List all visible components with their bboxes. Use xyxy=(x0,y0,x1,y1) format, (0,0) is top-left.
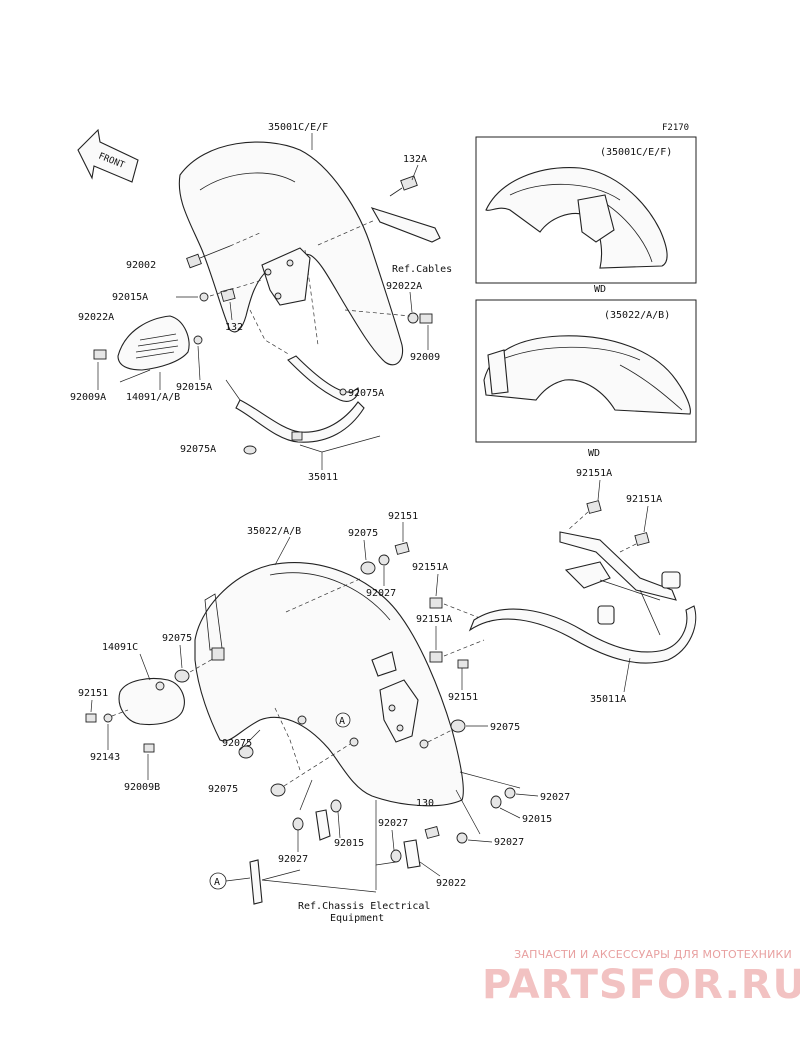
watermark-tagline: ЗАПЧАСТИ И АКСЕССУАРЫ ДЛЯ МОТОТЕХНИКИ xyxy=(514,948,792,961)
label-92075-left: 92075 xyxy=(162,633,192,644)
label-92075-c: 92075 xyxy=(222,738,252,749)
fender-stay-35011 xyxy=(235,355,365,443)
label-92009: 92009 xyxy=(410,352,440,363)
collar-92015-a xyxy=(490,795,502,809)
front-arrow-icon: FRONT xyxy=(77,128,139,183)
label-14091: 14091/A/B xyxy=(126,392,180,403)
marker-a-fender xyxy=(335,712,351,728)
bolt-92022 xyxy=(424,826,440,839)
cap-92075a xyxy=(243,445,257,455)
washer-92027-d xyxy=(292,817,304,831)
label-92151-top: 92151 xyxy=(388,511,418,522)
inset-front-caption: WD xyxy=(594,284,606,295)
label-92075a-right: 92075A xyxy=(348,388,384,399)
bolt-92009b xyxy=(143,743,155,753)
label-35022: 35022/A/B xyxy=(247,526,301,537)
label-92151-mid: 92151 xyxy=(448,692,478,703)
rear-fender xyxy=(194,562,464,807)
label-92027-top: 92027 xyxy=(366,588,396,599)
washer-92027-e xyxy=(390,849,402,863)
label-35011a: 35011A xyxy=(590,694,626,705)
inset-front-fender-art xyxy=(485,167,668,269)
ref-chassis-line1: Ref.Chassis Electrical xyxy=(298,901,430,912)
ref-chassis-line2: Equipment xyxy=(330,913,384,924)
washer-92027-top xyxy=(378,554,390,566)
nut-92022a xyxy=(407,312,419,324)
bolt-92151-mid xyxy=(457,659,469,669)
label-92151-left: 92151 xyxy=(78,688,108,699)
label-92002: 92002 xyxy=(126,260,156,271)
label-14091c: 14091C xyxy=(102,642,138,653)
label-92151a-top1: 92151A xyxy=(576,468,612,479)
label-132a: 132A xyxy=(403,154,427,165)
label-92151a-top2: 92151A xyxy=(626,494,662,505)
bolt-92009 xyxy=(419,313,433,324)
label-92009a: 92009A xyxy=(70,392,106,403)
watermark-brand-logo: PARTSFOR.RU xyxy=(482,962,800,1008)
wire-clip xyxy=(249,859,263,905)
label-35001: 35001C/E/F xyxy=(268,122,328,133)
marker-a-lower-label: A xyxy=(214,877,220,888)
washer-92027-b xyxy=(504,787,516,799)
label-92015a-lower: 92015A xyxy=(176,382,212,393)
bolt-132a xyxy=(389,175,418,197)
label-ref-cables: Ref.Cables xyxy=(392,264,452,275)
grommet-92075-e xyxy=(450,719,466,733)
label-92151a-mid2: 92151A xyxy=(416,614,452,625)
bracket-tab xyxy=(211,647,225,661)
rear-fender-stay-35011a xyxy=(468,531,697,664)
washer-92027-c xyxy=(456,832,468,844)
washer-92143 xyxy=(103,713,113,723)
bolt-92002 xyxy=(186,245,231,269)
label-92022a-left: 92022A xyxy=(78,312,114,323)
front-fender xyxy=(178,141,404,366)
label-92009b: 92009B xyxy=(124,782,160,793)
label-92027-b: 92027 xyxy=(540,792,570,803)
label-92075-e: 92075 xyxy=(490,722,520,733)
grommet-92075-d xyxy=(270,783,286,797)
label-130: 130 xyxy=(416,798,434,809)
figure-code: F2170 xyxy=(662,123,689,133)
inset-front-title: (35001C/E/F) xyxy=(600,147,672,158)
label-92027-e: 92027 xyxy=(378,818,408,829)
label-92075-d: 92075 xyxy=(208,784,238,795)
tail-cover-14091c xyxy=(118,677,185,726)
label-92075a-left: 92075A xyxy=(180,444,216,455)
label-92015-a: 92015 xyxy=(522,814,552,825)
bolt-92151a-top2 xyxy=(634,532,650,546)
label-92022a-right: 92022A xyxy=(386,281,422,292)
collar-92015-b xyxy=(330,799,342,813)
bolt-92151-left xyxy=(85,713,97,723)
bolt-92151a-top1 xyxy=(586,500,602,514)
label-92151a-mid1: 92151A xyxy=(412,562,448,573)
label-35011: 35011 xyxy=(308,472,338,483)
cable-clip xyxy=(370,207,441,243)
bolt-92151a-mid2 xyxy=(429,651,443,663)
grommet-92075-top xyxy=(360,561,376,575)
marker-a-fender-label: A xyxy=(339,716,345,727)
label-92027-c: 92027 xyxy=(494,837,524,848)
bolt-92009a xyxy=(93,349,107,360)
bracket-lower-right xyxy=(403,839,421,869)
inset-rear-caption: WD xyxy=(588,448,600,459)
label-92015a-left: 92015A xyxy=(112,292,148,303)
inset-rear-fender-art xyxy=(483,335,691,415)
inset-rear-title: (35022/A/B) xyxy=(604,310,670,321)
label-92027-d: 92027 xyxy=(278,854,308,865)
label-132: 132 xyxy=(225,322,243,333)
grommet-92075-c xyxy=(238,745,254,759)
side-cover-14091 xyxy=(117,315,190,371)
label-92022: 92022 xyxy=(436,878,466,889)
bracket-lower-left xyxy=(315,809,331,841)
label-92075-top: 92075 xyxy=(348,528,378,539)
bolt-92151-top xyxy=(394,542,410,555)
bolt-92151a-mid1 xyxy=(429,597,443,609)
label-92015-b: 92015 xyxy=(334,838,364,849)
grommet-92075-left xyxy=(174,669,190,683)
label-92143: 92143 xyxy=(90,752,120,763)
